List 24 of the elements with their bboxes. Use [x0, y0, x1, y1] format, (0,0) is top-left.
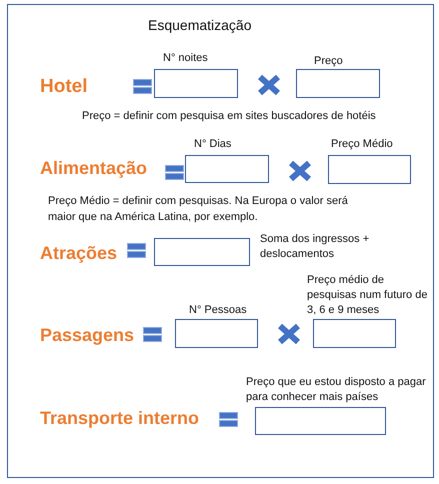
box-caption: N° noites — [163, 51, 209, 66]
input-box — [175, 319, 258, 348]
diagram-title: Esquematização — [148, 17, 252, 33]
input-box — [154, 238, 250, 266]
box-caption: Preço — [314, 54, 344, 69]
box-caption: Preço médio de pesquisas num futuro de 3, 6 e 9 meses — [307, 273, 428, 318]
category-heading: Hotel — [40, 77, 88, 96]
box-caption: N° Dias — [194, 137, 232, 152]
note-text: Preço = definir com pesquisa em sites buscadores de hotéis — [82, 109, 377, 124]
category-heading: Passagens — [40, 326, 134, 344]
category-heading: Atrações — [40, 244, 118, 262]
box-caption: Preço Médio — [331, 137, 394, 152]
note-text: Preço Médio = definir com pesquisas. Na Europa o valor será maior que na América Latina, por exemplo. — [48, 194, 349, 225]
input-box — [328, 155, 411, 184]
box-caption: N° Pessoas — [189, 303, 248, 318]
input-box — [255, 407, 386, 435]
box-caption: Soma dos ingressos + deslocamentos — [260, 232, 370, 262]
input-box — [313, 319, 396, 348]
input-box — [154, 69, 238, 98]
input-box — [296, 69, 380, 98]
category-heading: Transporte interno — [40, 409, 200, 427]
input-box — [185, 155, 269, 183]
category-heading: Alimentação — [40, 159, 148, 177]
box-caption: Preço que eu estou disposto a pagar para conhecer mais países — [246, 375, 427, 405]
